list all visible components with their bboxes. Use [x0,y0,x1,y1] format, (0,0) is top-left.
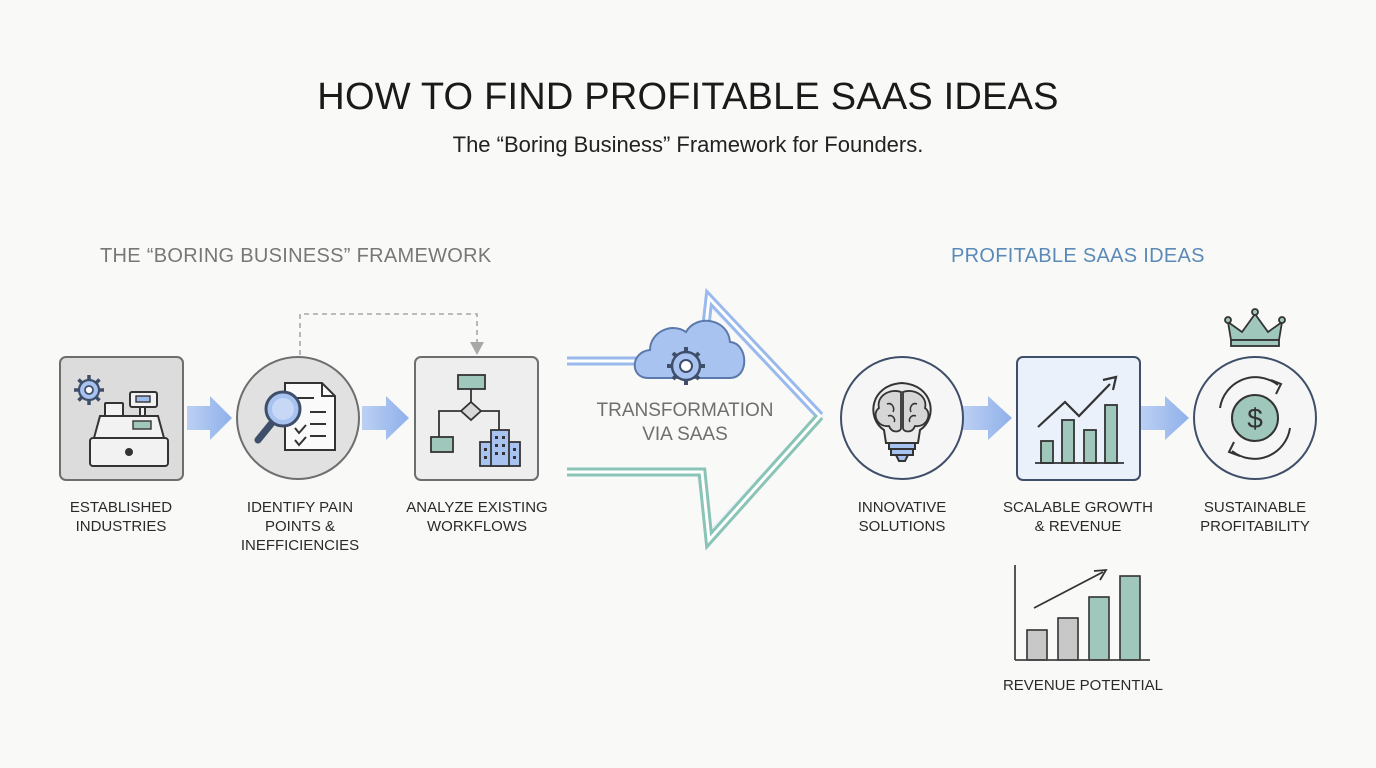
dashed-connector-arrow [299,313,484,355]
brain-icon [874,390,930,433]
dollar-coin-icon: $ [1231,394,1279,442]
revenue-bar-2 [1057,617,1079,661]
growth-chart-icon [1035,375,1124,464]
revenue-potential-chart [1014,565,1150,661]
transformation-label: TRANSFORMATION VIA SAAS [596,400,774,445]
crown-icon [1224,308,1286,347]
revenue-bar-1 [1026,629,1048,661]
label-revenue-potential: REVENUE POTENTIAL [1002,677,1164,694]
page-subtitle: The “Boring Business” Framework for Foun… [452,132,924,157]
step-analyze-workflows-box [414,356,539,481]
section-heading-saas-ideas: PROFITABLE SAAS IDEAS [951,245,1205,267]
cycle-arrows-icon [1219,376,1291,460]
flow-arrow-2 [362,396,409,440]
step-established-industries-box [59,356,184,481]
step-innovative-solutions-circle [840,356,964,480]
revenue-bar-3 [1088,596,1110,661]
page-title: HOW TO FIND PROFITABLE SAAS IDEAS [317,76,1059,118]
revenue-bar-4 [1119,575,1141,661]
step-sustainable-profitability-circle: $ [1193,308,1317,480]
step-scalable-growth-box [1016,356,1141,481]
section-heading-framework: THE “BORING BUSINESS” FRAMEWORK [100,245,492,267]
cloud-gear-icon [633,319,746,385]
flow-arrow-4 [1141,396,1189,440]
building-icon [479,429,521,467]
flow-arrow-1 [187,396,232,440]
label-scalable-growth: SCALABLE GROWTH& REVENUE [1002,499,1154,535]
svg-text:$: $ [1247,403,1263,434]
flowchart-icon [430,374,500,453]
gear-icon [74,375,104,405]
step-identify-pain-points-circle [236,356,360,480]
magnifier-icon [254,390,302,444]
cash-register-icon [89,391,169,467]
flow-arrow-3 [963,396,1012,440]
